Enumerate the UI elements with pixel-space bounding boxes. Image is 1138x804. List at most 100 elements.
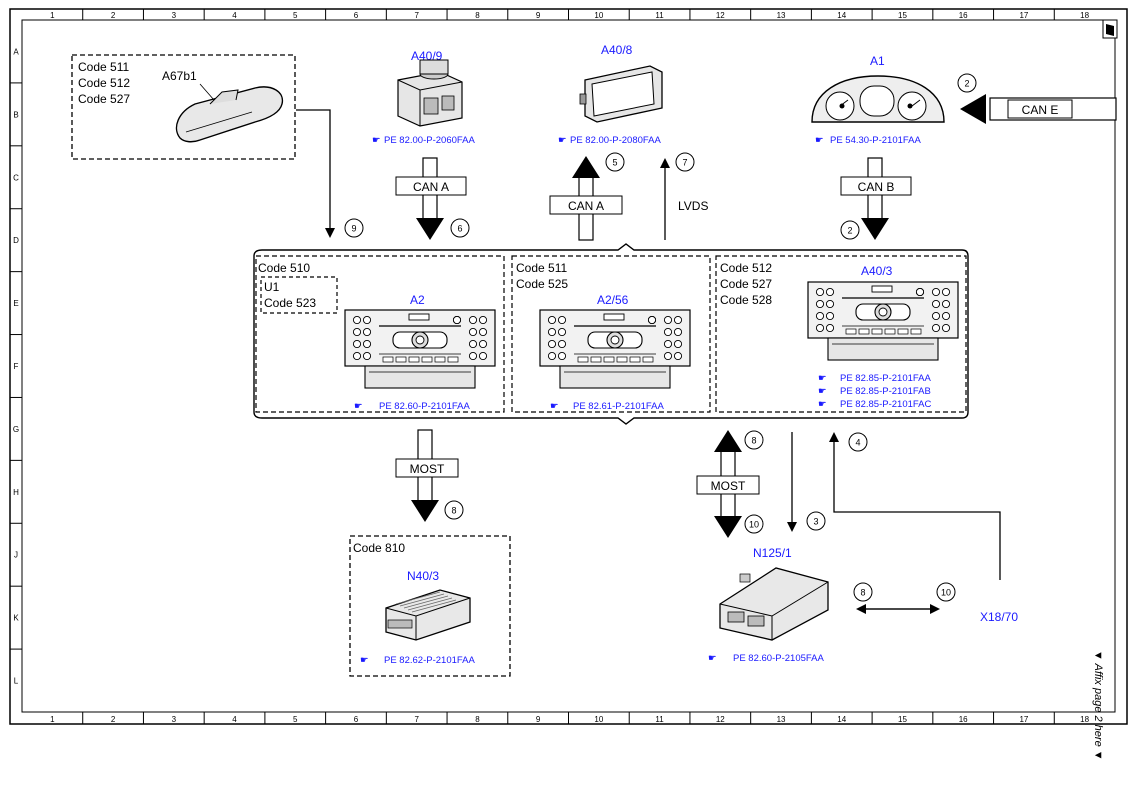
n40-3-code-box bbox=[349, 535, 511, 677]
grid-col-label-top: 4 bbox=[232, 11, 237, 20]
grid-row-label: L bbox=[14, 677, 19, 686]
grid-col-label-bottom: 11 bbox=[655, 715, 664, 724]
marker-6: 6 bbox=[457, 224, 462, 234]
grid-row-label: B bbox=[13, 110, 18, 119]
n125-1-ref: PE 82.60-P-2105FAA bbox=[733, 653, 824, 664]
most-right-label: MOST bbox=[711, 479, 746, 493]
n40-3-ref: PE 82.62-P-2101FAA bbox=[384, 655, 475, 666]
marker-circle bbox=[806, 511, 826, 531]
a40-3-code-3: Code 528 bbox=[720, 293, 772, 307]
a2-56-code-1: Code 511 bbox=[516, 261, 567, 275]
ref-hand-icon: ☛ bbox=[558, 135, 567, 146]
most-right-arrow: MOST bbox=[696, 430, 760, 538]
n40-3-label: N40/3 bbox=[407, 569, 439, 583]
a2-label: A2 bbox=[410, 293, 425, 307]
marker-5: 5 bbox=[612, 158, 617, 168]
marker-circle bbox=[848, 432, 868, 452]
main-headunit-frame bbox=[253, 243, 969, 425]
can-b-arrow: CAN B bbox=[840, 157, 912, 240]
a40-8-ref: PE 82.00-P-2080FAA bbox=[570, 135, 661, 146]
grid-col-label-top: 9 bbox=[536, 11, 541, 20]
marker-circle bbox=[344, 218, 364, 238]
grid-ticks: 1122334455667788991010111112121313141415… bbox=[10, 9, 1090, 724]
can-e-label: CAN E bbox=[1022, 103, 1059, 117]
ref-hand-icon: ☛ bbox=[815, 135, 824, 146]
a40-3-code-2: Code 527 bbox=[720, 277, 772, 291]
grid-col-label-bottom: 7 bbox=[414, 715, 419, 724]
can-e-arrow: CAN E bbox=[960, 94, 1117, 124]
a2-ref: PE 82.60-P-2101FAA bbox=[379, 401, 470, 412]
a40-8-label: A40/8 bbox=[601, 43, 633, 57]
a2-subcode-1: U1 bbox=[264, 280, 280, 294]
ref-hand-icon: ☛ bbox=[818, 386, 827, 397]
affix-text: ▼ Affix page 2 here ▼ bbox=[1092, 650, 1104, 761]
x18-70-label: X18/70 bbox=[980, 610, 1018, 624]
grid-col-label-bottom: 1 bbox=[50, 715, 55, 724]
marker-circle bbox=[744, 430, 764, 450]
marker-circle bbox=[675, 152, 695, 172]
marker-4: 4 bbox=[855, 438, 860, 448]
grid-col-label-top: 18 bbox=[1080, 11, 1089, 20]
grid-col-label-bottom: 10 bbox=[594, 715, 603, 724]
grid-col-label-top: 5 bbox=[293, 11, 298, 20]
grid-col-label-top: 11 bbox=[655, 11, 664, 20]
grid-col-label-bottom: 18 bbox=[1080, 715, 1089, 724]
marker-7: 7 bbox=[682, 158, 687, 168]
marker-2-canb: 2 bbox=[847, 226, 852, 236]
grid-row-label: G bbox=[13, 425, 19, 434]
mirror-code-3: Code 527 bbox=[78, 92, 130, 106]
grid-col-label-top: 10 bbox=[594, 11, 603, 20]
radio-unit-icon bbox=[539, 309, 691, 389]
module-box-icon bbox=[719, 567, 829, 641]
grid-col-label-bottom: 3 bbox=[172, 715, 177, 724]
grid-row-label: C bbox=[13, 173, 19, 182]
a2-code-box bbox=[255, 255, 505, 413]
marker-circle bbox=[936, 582, 956, 602]
grid-row-label: J bbox=[14, 551, 18, 560]
grid-col-label-bottom: 17 bbox=[1019, 715, 1028, 724]
a40-3-label: A40/3 bbox=[861, 264, 893, 278]
grid-col-label-top: 6 bbox=[354, 11, 359, 20]
most-left-label: MOST bbox=[410, 462, 445, 476]
a2-56-code-box bbox=[511, 255, 711, 413]
marker-circle bbox=[444, 500, 464, 520]
ref-hand-icon: ☛ bbox=[818, 373, 827, 384]
a1-label: A1 bbox=[870, 54, 885, 68]
ref-hand-icon: ☛ bbox=[372, 135, 381, 146]
grid-col-label-bottom: 2 bbox=[111, 715, 116, 724]
marker-10-j: 10 bbox=[749, 520, 759, 530]
grid-row-label: K bbox=[13, 614, 19, 623]
controller-knob-icon bbox=[397, 59, 463, 127]
grid-row-label: F bbox=[14, 362, 19, 371]
n125-1-label: N125/1 bbox=[753, 546, 792, 560]
marker-circle bbox=[853, 582, 873, 602]
grid-col-label-top: 8 bbox=[475, 11, 480, 20]
a40-3-ref-3: PE 82.85-P-2101FAC bbox=[840, 399, 931, 410]
a2-u1-box bbox=[260, 276, 338, 314]
page-corner-icon bbox=[1102, 19, 1118, 39]
can-a-out-arrow: CAN A bbox=[549, 156, 623, 241]
marker-circle bbox=[840, 220, 860, 240]
marker-3: 3 bbox=[813, 517, 818, 527]
grid-col-label-bottom: 4 bbox=[232, 715, 237, 724]
grid-col-label-bottom: 15 bbox=[898, 715, 907, 724]
mirror-code-1: Code 511 bbox=[78, 60, 129, 74]
a2-subcode-2: Code 523 bbox=[264, 296, 316, 310]
ref-hand-icon: ☛ bbox=[818, 399, 827, 410]
grid-col-label-bottom: 8 bbox=[475, 715, 480, 724]
a40-9-ref: PE 82.00-P-2060FAA bbox=[384, 135, 475, 146]
marker-9: 9 bbox=[351, 224, 356, 234]
marker-2-top: 2 bbox=[964, 79, 969, 89]
marker-8-left: 8 bbox=[451, 506, 456, 516]
a40-3-ref-2: PE 82.85-P-2101FAB bbox=[840, 386, 931, 397]
grid-col-label-bottom: 6 bbox=[354, 715, 359, 724]
ref-hand-icon: ☛ bbox=[360, 655, 369, 666]
radio-unit-icon bbox=[344, 309, 496, 389]
grid-col-label-top: 13 bbox=[777, 11, 786, 20]
link-4-arrow bbox=[829, 432, 1001, 580]
ref-hand-icon: ☛ bbox=[708, 653, 717, 664]
a2-code: Code 510 bbox=[258, 261, 310, 275]
grid-row-label: E bbox=[13, 299, 18, 308]
marker-circle bbox=[744, 514, 764, 534]
